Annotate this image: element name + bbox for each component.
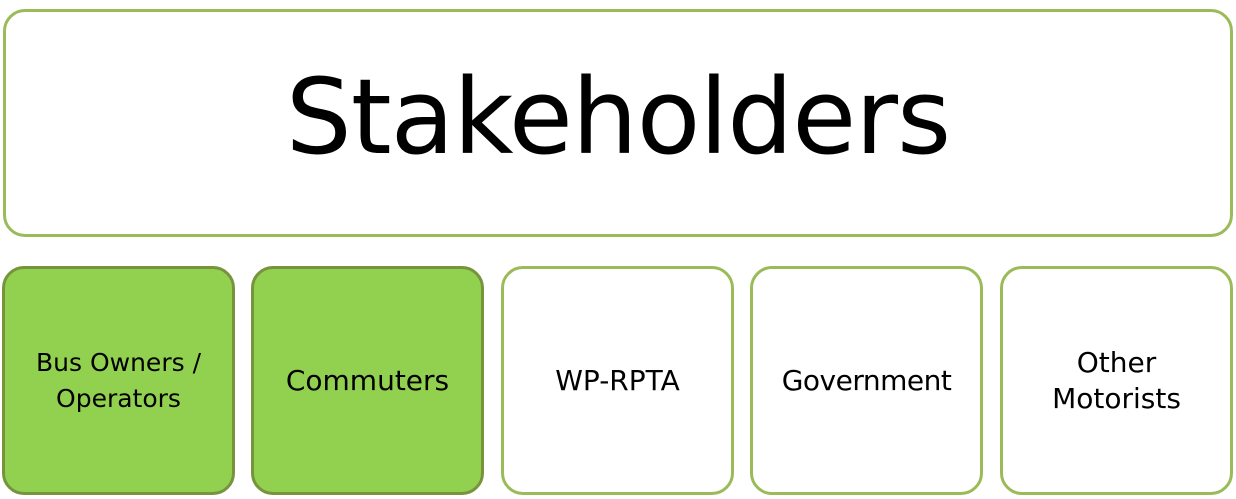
diagram-title: Stakeholders [285,56,951,178]
stakeholders-header-box: Stakeholders [3,9,1233,237]
stakeholder-label: Government [781,363,952,397]
stakeholder-box-government: Government [750,266,983,495]
stakeholder-label: WP-RPTA [555,363,680,397]
stakeholder-box-wp-rpta: WP-RPTA [501,266,734,495]
stakeholder-box-bus-owners: Bus Owners /Operators [2,266,235,495]
stakeholder-label: Bus Owners /Operators [36,347,201,413]
stakeholder-box-commuters: Commuters [251,266,484,495]
stakeholder-label: Commuters [285,363,450,397]
stakeholder-row: Bus Owners /Operators Commuters WP-RPTA … [0,266,1236,498]
